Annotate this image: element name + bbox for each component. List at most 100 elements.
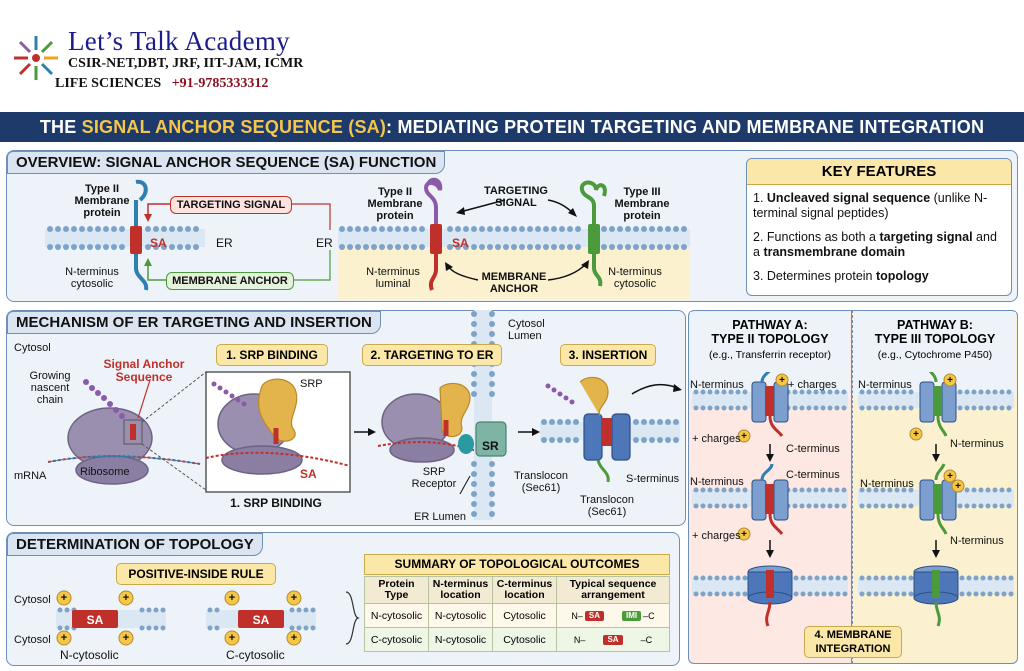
topo-plus-5: + [228,592,236,604]
row1-type: N-cytosolic [364,603,429,628]
topo-plus-2: + [122,592,130,604]
svg-text:+: + [947,471,953,482]
center-type-label: Type II Membrane protein [367,186,423,222]
exam-list: CSIR-NET,DBT, JRF, IIT-JAM, ICMR [68,56,304,71]
pa-cterm2: C-terminus [786,469,840,481]
center-membrane [338,226,690,250]
srp-label: SRP [300,378,323,390]
positive-inside-rule: POSITIVE-INSIDE RULE [116,563,276,585]
pathway-a-stage2: + [692,463,848,541]
pathway-b-sub: (e.g., Cytochrome P450) [877,349,993,361]
sr-label: SR [482,439,499,453]
key-feature-1: 1. Uncleaved signal sequence (unlike N-t… [753,191,1007,221]
main-title-banner: THE SIGNAL ANCHOR SEQUENCE (SA): MEDIATI… [0,112,1024,142]
center-sa-label: SA [452,236,469,250]
pb-nterm1: N-terminus [858,379,912,391]
banner-highlight: SIGNAL ANCHOR SEQUENCE (SA) [81,117,387,137]
topo-plus-8: + [290,632,298,644]
pa-cterm1: C-terminus [786,443,840,455]
row2-c: Cytosolic [492,627,557,652]
membrane-anchor-pill: MEMBRANE ANCHOR [166,272,294,290]
svg-text:+: + [779,375,785,386]
translocon1-label: Translocon (Sec61) [513,470,568,494]
pa-charges2: + charges [692,433,741,445]
banner-suffix: : MEDIATING PROTEIN TARGETING AND MEMBRA… [386,117,985,137]
key-feature-2-bold: targeting signal [879,230,973,244]
pathway-a-sub: (e.g., Transferrin receptor) [709,349,831,361]
overview-diagram [45,177,690,299]
er-right-label: ER [316,236,333,250]
er-lumen-label: ER Lumen [414,511,466,523]
pathway-b-stage2: + + [858,463,1014,535]
topo-sa-left: SA [86,613,104,627]
svg-text:+: + [947,375,953,386]
step2-targeting: 2. TARGETING TO ER [362,344,502,366]
step1-caption: 1. SRP BINDING [230,496,322,510]
left-sa-segment [130,226,142,254]
pb-nterm4: N-terminus [950,535,1004,547]
pathway-b-stage1: + + [858,372,1014,441]
step1-srp-binding: 1. SRP BINDING [216,344,328,366]
topo-sa-right: SA [252,613,270,627]
mech-cytosol-label: Cytosol [14,342,51,354]
srp-receptor-label: SRP Receptor [411,466,457,490]
key-feature-2-mid: and a [753,230,997,259]
pathway-a-title: PATHWAY A: TYPE II TOPOLOGY [711,318,829,346]
membrane-integration-box: 4. MEMBRANE INTEGRATION [804,626,902,658]
pathway-a-stage1: + + [692,372,848,443]
right-anchor-segment [588,224,600,254]
center-nterm-label: N-terminus luminal [366,266,420,290]
left-type-label: Type II Membrane protein [74,183,130,219]
row2-seq-c: –C [640,634,653,645]
cytosol-lumen-label: Cytosol Lumen [508,318,545,342]
key-features-title: KEY FEATURES [747,159,1011,185]
row1-seq-c: –C [643,610,655,621]
topo-plus-1: + [60,592,68,604]
summary-title: SUMMARY OF TOPOLOGICAL OUTCOMES [364,554,670,575]
pa-charges1: + charges [788,379,837,391]
topo-c-cytosolic: C-cytosolic [226,648,285,662]
srp-receptor-block [475,421,507,457]
pathway-a-top [690,312,850,398]
s-terminus-label: S-terminus [626,473,680,485]
left-membrane [45,226,205,250]
translocon2-label: Translocon (Sec61) [579,494,634,518]
ribosome-label: Ribosome [80,466,130,478]
key-features-box: KEY FEATURES 1. Uncleaved signal sequenc… [746,158,1012,296]
summary-table: Protein Type N-terminus location C-termi… [364,576,670,652]
center-sa-segment [430,224,442,254]
academy-name: Let’s Talk Academy [68,26,290,56]
topo-plus-4: + [122,632,130,644]
srp-particle [257,378,298,442]
topo-cytosol-bottom: Cytosol [14,634,51,646]
topology-left-membrane [56,590,166,646]
row1-seq-n: N– [571,610,583,621]
summary-col-type: Protein Type [364,576,429,604]
signal-anchor-label: Signal Anchor Sequence [103,357,185,384]
svg-text:+: + [741,529,747,540]
targeting-signal-pill: TARGETING SIGNAL [170,196,292,214]
left-nterm-label: N-terminus cytosolic [65,266,119,290]
pb-nterm3: N-terminus [860,478,914,490]
right-type-label: Type III Membrane protein [614,186,670,222]
topology-right-membrane [206,590,316,646]
banner-prefix: THE [39,117,82,137]
summary-col-seq: Typical sequence arrangement [556,576,670,604]
topo-plus-6: + [290,592,298,604]
summary-col-n: N-terminus location [428,576,493,604]
pathway-diagrams: + + + [692,372,1014,627]
nascent-chain [83,379,125,419]
translocon-left [583,413,603,461]
topology-diagram [56,590,360,646]
pb-nterm2: N-terminus [950,438,1004,450]
key-feature-2-bold2: transmembrane domain [763,245,906,259]
key-feature-1-num: 1. [753,191,767,205]
academy-logo-icon [14,36,58,80]
pa-nterm2: N-terminus [690,476,744,488]
key-feature-2-pre: Functions as both a [766,230,880,244]
pathway-b-top [854,312,1016,398]
key-feature-2-num: 2. [753,230,767,244]
